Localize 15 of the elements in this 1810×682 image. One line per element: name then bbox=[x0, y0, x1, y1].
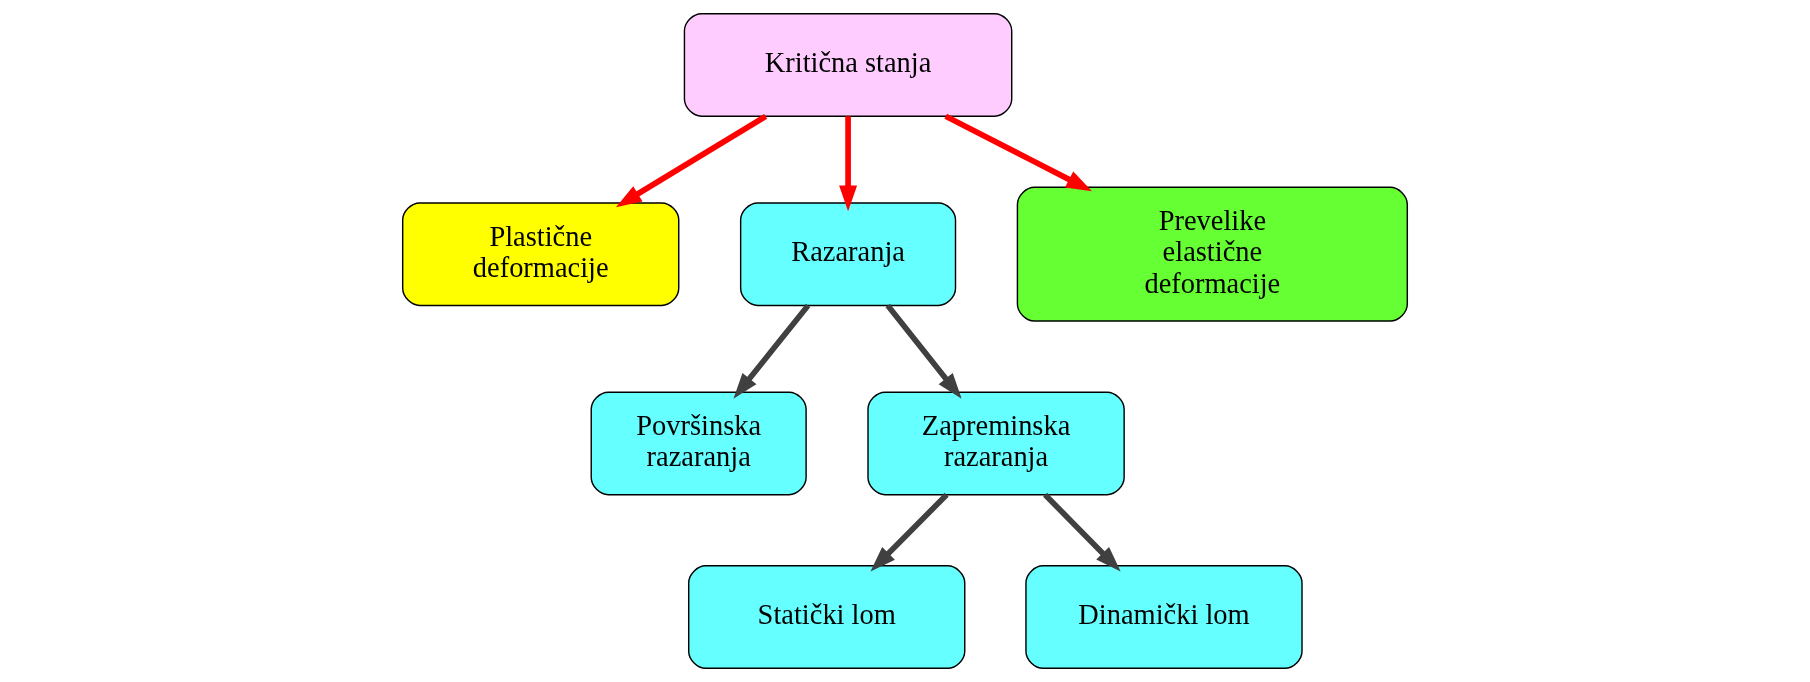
arrow bbox=[615, 113, 768, 208]
node-box: Razaranja bbox=[739, 202, 957, 307]
arrow bbox=[870, 492, 949, 572]
arrow bbox=[885, 303, 962, 399]
arrow bbox=[944, 113, 1092, 192]
node-box: Zapreminska razaranja bbox=[867, 391, 1125, 496]
node-box: Dinamički lom bbox=[1025, 565, 1303, 669]
node-box: Statički lom bbox=[688, 565, 966, 669]
node-box: Plastične deformacije bbox=[402, 202, 680, 307]
arrow bbox=[1043, 492, 1121, 572]
arrow bbox=[839, 116, 858, 212]
node-box: Kritična stanja bbox=[683, 13, 1013, 117]
node-box: Površinska razaranja bbox=[590, 391, 807, 496]
node-box: Prevelike elastične deformacije bbox=[1016, 186, 1408, 322]
arrow bbox=[733, 303, 811, 399]
